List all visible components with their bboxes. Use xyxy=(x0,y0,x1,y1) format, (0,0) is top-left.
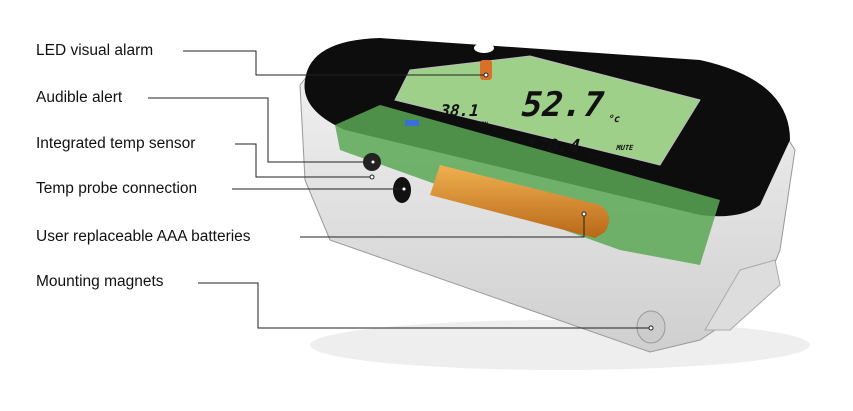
circuit-board xyxy=(335,105,720,265)
label-aaa-batteries: User replaceable AAA batteries xyxy=(36,228,251,245)
min-reading: 38.1 xyxy=(438,101,482,120)
battery xyxy=(430,165,609,238)
main-unit: °c xyxy=(607,114,622,125)
label-led-visual-alarm: LED visual alarm xyxy=(36,42,154,59)
led-window xyxy=(474,43,494,53)
wall-clip xyxy=(704,259,781,331)
leader-endpoints xyxy=(369,72,654,331)
max-label: MAX xyxy=(587,153,600,160)
label-mounting-magnets: Mounting magnets xyxy=(36,273,164,290)
leader-lines xyxy=(148,50,651,329)
lcd-screen xyxy=(394,55,701,166)
mute-label: MUTE xyxy=(615,143,634,152)
label-temp-probe-connection: Temp probe connection xyxy=(36,180,198,197)
min-label: MIN xyxy=(476,121,489,128)
label-integrated-temp-sensor: Integrated temp sensor xyxy=(36,135,196,152)
main-reading: 52.7 xyxy=(517,86,609,125)
label-audible-alert: Audible alert xyxy=(36,89,123,106)
blue-component xyxy=(405,120,419,126)
